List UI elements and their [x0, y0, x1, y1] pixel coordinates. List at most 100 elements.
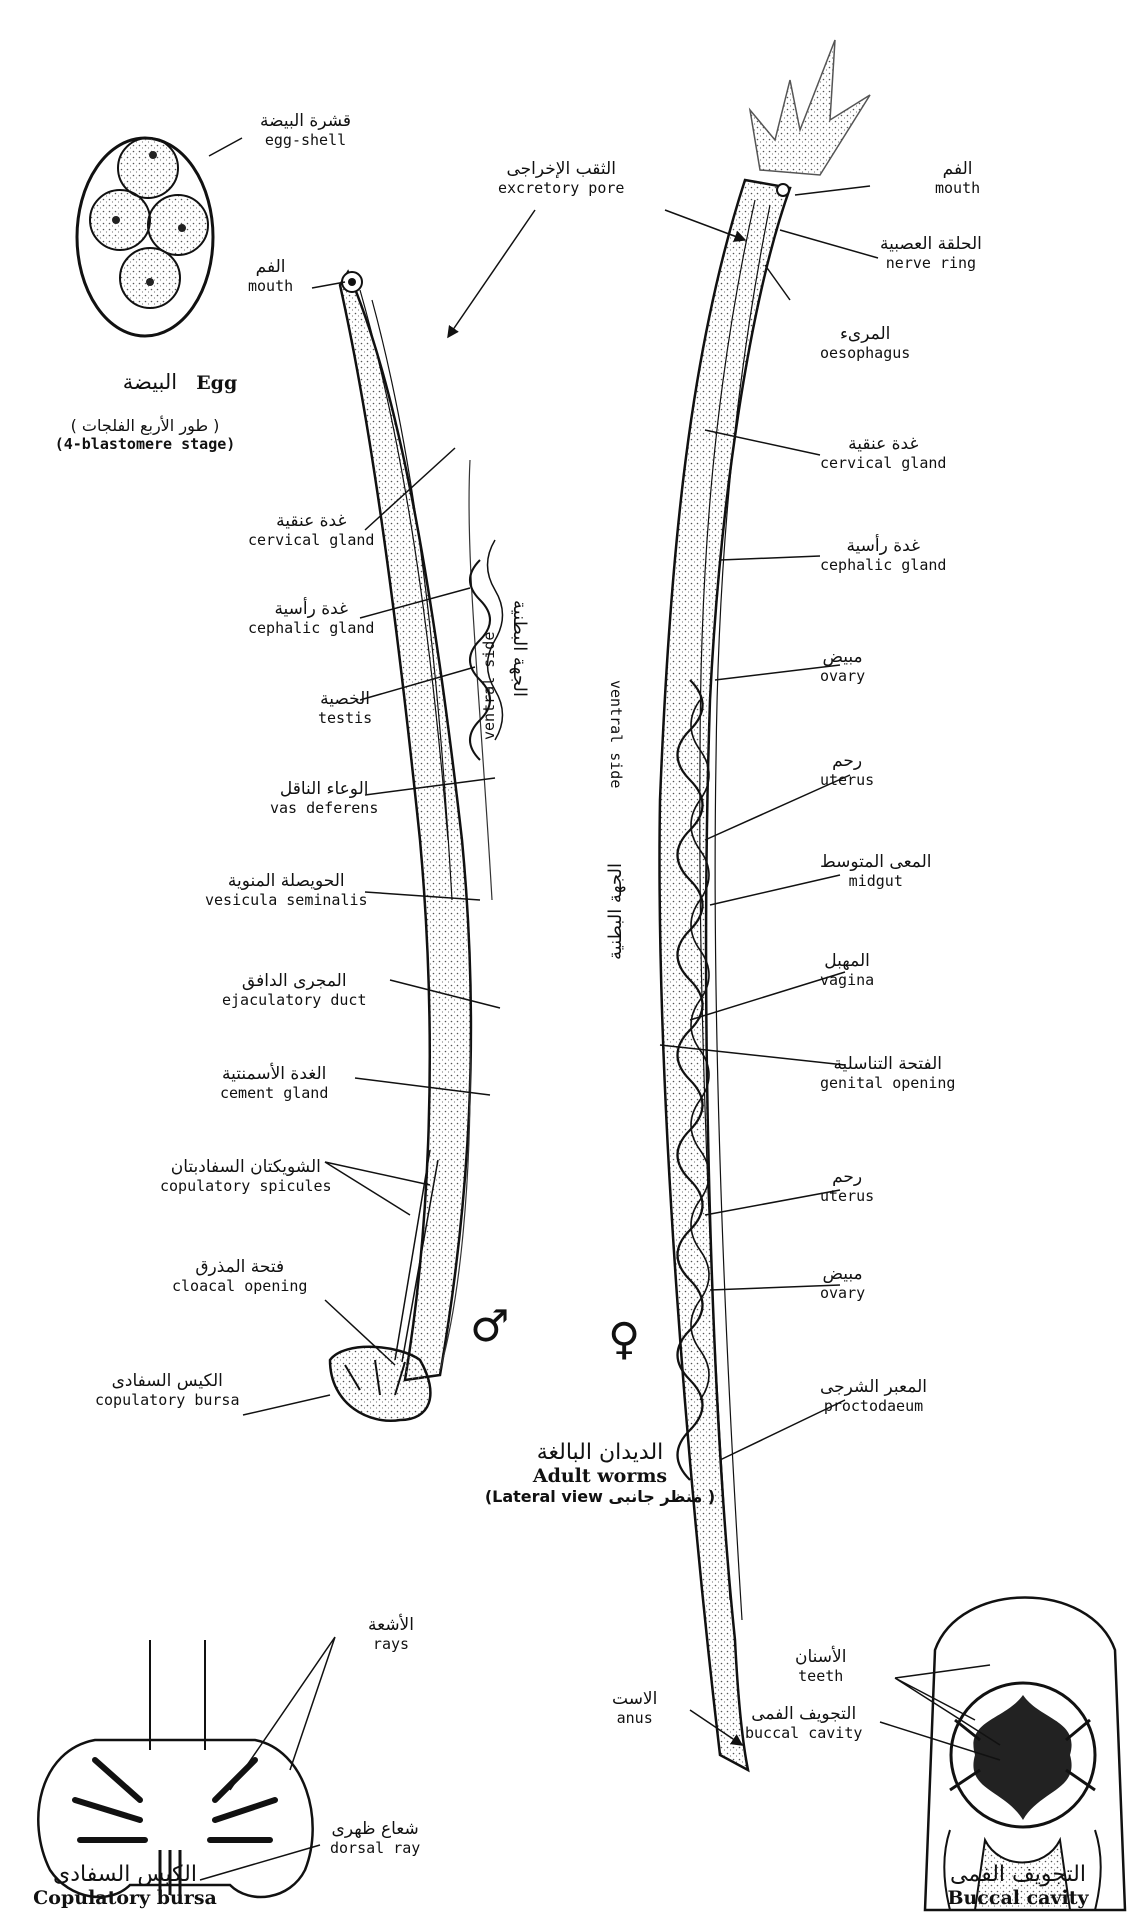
excretory-pore-ar: الثقب الإخراجى: [498, 160, 624, 180]
female-uterus1-label: رحم uterus: [820, 752, 874, 789]
female-proctodaeum-en: proctodaeum: [820, 1398, 927, 1415]
female-oesophagus-en: oesophagus: [820, 345, 910, 362]
bursa-caption: الكيس السفادى Copulatory bursa: [0, 1862, 250, 1909]
female-nerve-ar: الحلقة العصبية: [880, 235, 982, 255]
bursa-rays-ar: الأشعة: [368, 1616, 414, 1636]
female-anus-en: anus: [612, 1710, 657, 1727]
female-ventral-ar: الجهة البطنية: [605, 863, 626, 960]
female-midgut-en: midgut: [820, 873, 932, 890]
bursa-dorsal-en: dorsal ray: [330, 1840, 420, 1857]
male-testis-label: الخصية testis: [318, 690, 372, 727]
male-ejaculatory-ar: المجرى الدافق: [222, 972, 367, 992]
female-ovary2-en: ovary: [820, 1285, 865, 1302]
egg-shell-en: egg-shell: [260, 132, 351, 149]
female-oesophagus-ar: المرىء: [820, 325, 910, 345]
female-proctodaeum-ar: المعبر الشرجى: [820, 1378, 927, 1398]
bursa-caption-en: Copulatory bursa: [0, 1887, 250, 1909]
female-ovary2-ar: مبيض: [820, 1265, 865, 1285]
male-vesicula-en: vesicula seminalis: [205, 892, 368, 909]
bursa-dorsal-label: شعاع ظهرى dorsal ray: [330, 1820, 420, 1857]
male-symbol: ♂: [470, 1305, 509, 1349]
female-mouth-label: الفم mouth: [935, 160, 980, 197]
male-ejaculatory-label: المجرى الدافق ejaculatory duct: [222, 972, 367, 1009]
female-nerve-en: nerve ring: [880, 255, 982, 272]
female-ovary1-en: ovary: [820, 668, 865, 685]
male-testis-en: testis: [318, 710, 372, 727]
female-worm-drawing: [660, 40, 870, 1770]
female-symbol: ♀: [608, 1318, 640, 1362]
female-uterus1-ar: رحم: [820, 752, 874, 772]
female-uterus1-en: uterus: [820, 772, 874, 789]
female-cephalic-label: غدة رأسية cephalic gland: [820, 537, 946, 574]
egg-drawing: [77, 138, 242, 336]
female-uterus2-en: uterus: [820, 1188, 874, 1205]
female-cervical-ar: غدة عنقية: [820, 435, 946, 455]
female-mouth-ar: الفم: [935, 160, 980, 180]
male-bursa-en: copulatory bursa: [95, 1392, 240, 1409]
male-cervical-en: cervical gland: [248, 532, 374, 549]
female-vagina-ar: المهبل: [820, 952, 874, 972]
adult-view: (Lateral view منظر جانبى ): [390, 1487, 810, 1506]
female-cephalic-ar: غدة رأسية: [820, 537, 946, 557]
bursa-dorsal-ar: شعاع ظهرى: [330, 1820, 420, 1840]
male-vas-label: الوعاء الناقل vas deferens: [270, 780, 378, 817]
buccal-cavity-ar: التجويف الفمى: [745, 1705, 862, 1725]
buccal-caption-ar: التجويف الفمى: [900, 1862, 1136, 1887]
egg-stage-ar: ( طور الأربع الفلجات ): [35, 416, 255, 435]
male-mouth-label: الفم mouth: [248, 258, 293, 295]
male-ejaculatory-en: ejaculatory duct: [222, 992, 367, 1009]
male-worm-drawing: [330, 272, 503, 1421]
bursa-detail-drawing: [38, 1637, 335, 1897]
bursa-rays-label: الأشعة rays: [368, 1616, 414, 1653]
female-anus-label: الاست anus: [612, 1690, 657, 1727]
male-cephalic-en: cephalic gland: [248, 620, 374, 637]
egg-caption: البيضة Egg: [80, 370, 280, 394]
male-cephalic-ar: غدة رأسية: [248, 600, 374, 620]
male-vas-en: vas deferens: [270, 800, 378, 817]
egg-caption-en: Egg: [196, 372, 237, 394]
male-vesicula-ar: الحويصلة المنوية: [205, 872, 368, 892]
egg-caption-ar: البيضة: [123, 370, 177, 394]
female-nerve-label: الحلقة العصبية nerve ring: [880, 235, 982, 272]
male-ventral-en: ventral side: [480, 632, 498, 740]
female-ovary1-label: مبيض ovary: [820, 648, 865, 685]
female-genital-ar: الفتحة التناسلية: [820, 1055, 955, 1075]
female-genital-label: الفتحة التناسلية genital opening: [820, 1055, 955, 1092]
adult-caption-ar: الديدان البالغة: [390, 1440, 810, 1465]
buccal-cavity-label: التجويف الفمى buccal cavity: [745, 1705, 862, 1742]
buccal-teeth-en: teeth: [795, 1668, 846, 1685]
egg-stage: ( طور الأربع الفلجات ) (4-blastomere sta…: [35, 416, 255, 453]
bursa-caption-ar: الكيس السفادى: [0, 1862, 250, 1887]
female-proctodaeum-label: المعبر الشرجى proctodaeum: [820, 1378, 927, 1415]
bursa-rays-en: rays: [368, 1636, 414, 1653]
male-cloacal-label: فتحة المذرق cloacal opening: [172, 1258, 307, 1295]
female-genital-en: genital opening: [820, 1075, 955, 1092]
buccal-caption: التجويف الفمى Buccal cavity: [900, 1862, 1136, 1909]
female-uterus2-label: رحم uterus: [820, 1168, 874, 1205]
excretory-pore-en: excretory pore: [498, 180, 624, 197]
female-midgut-label: المعى المتوسط midgut: [820, 853, 932, 890]
female-vagina-en: vagina: [820, 972, 874, 989]
male-cloacal-ar: فتحة المذرق: [172, 1258, 307, 1278]
male-vesicula-label: الحويصلة المنوية vesicula seminalis: [205, 872, 368, 909]
female-cervical-label: غدة عنقية cervical gland: [820, 435, 946, 472]
egg-stage-en: (4-blastomere stage): [35, 435, 255, 453]
male-spicules-ar: الشويكتان السفادبتان: [160, 1158, 332, 1178]
excretory-pore-label: الثقب الإخراجى excretory pore: [498, 160, 624, 197]
female-uterus2-ar: رحم: [820, 1168, 874, 1188]
female-midgut-ar: المعى المتوسط: [820, 853, 932, 873]
female-mouth-en: mouth: [935, 180, 980, 197]
female-cephalic-en: cephalic gland: [820, 557, 946, 574]
female-oesophagus-label: المرىء oesophagus: [820, 325, 910, 362]
buccal-teeth-ar: الأسنان: [795, 1648, 846, 1668]
male-cervical-label: غدة عنقية cervical gland: [248, 512, 374, 549]
male-mouth-en: mouth: [248, 278, 293, 295]
male-cephalic-label: غدة رأسية cephalic gland: [248, 600, 374, 637]
male-cement-en: cement gland: [220, 1085, 328, 1102]
male-testis-ar: الخصية: [318, 690, 372, 710]
adult-caption: الديدان البالغة Adult worms (Lateral vie…: [390, 1440, 810, 1506]
male-spicules-label: الشويكتان السفادبتان copulatory spicules: [160, 1158, 332, 1195]
male-mouth-ar: الفم: [248, 258, 293, 278]
